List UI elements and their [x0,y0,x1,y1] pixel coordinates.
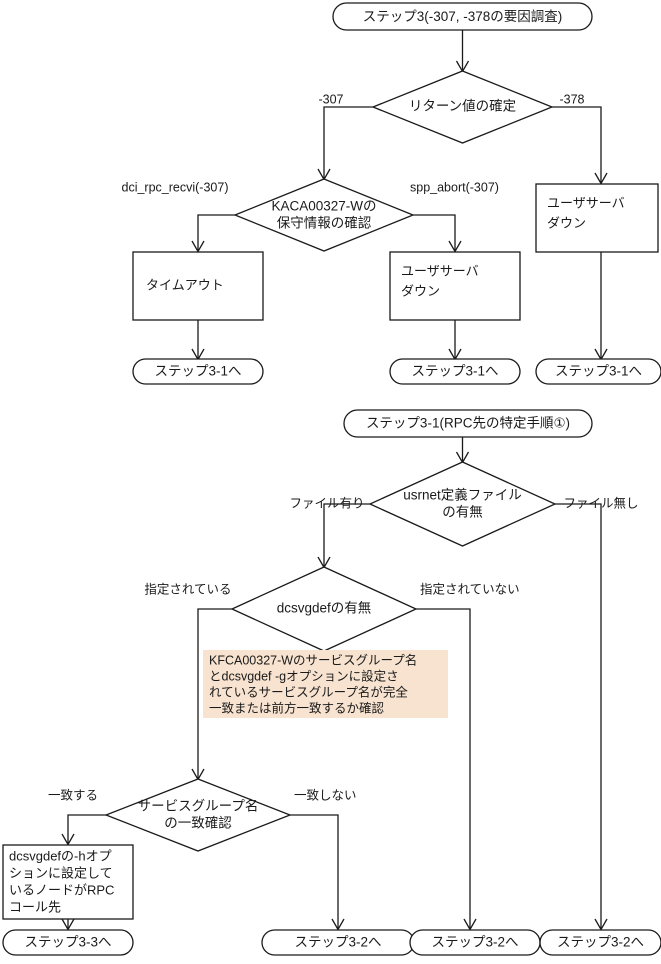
diamond-shape [104,778,292,852]
node-dcsvgdef-h-line4: コール先 [9,899,61,914]
node-end-step32-a: ステップ3-2へ [261,929,415,956]
node-dcsvgdef-h-line2: ションに設定して [9,865,113,880]
node-usrnet-decision: usrnet定義ファイル の有無 [368,461,557,547]
node-end-step31-right: ステップ3-1へ [535,358,661,385]
node-kaca-decision-line1: KACA00327-Wの [271,199,376,214]
terminal-shape [389,358,521,385]
terminal-shape [539,929,661,956]
node-dcsvgdef-h-box: dcsvgdefの-hオプ ションに設定して いるノードがRPC コール先 [2,844,134,920]
node-svcgroup-decision-line2: の一致確認 [164,816,232,831]
edge-label-dci-rpc-recvi: dci_rpc_recvi(-307) [122,180,229,194]
edge-dcsvgdef-left [197,608,232,778]
node-step31-start-label: ステップ3-1(RPC先の特定手順①) [366,416,570,431]
edge-return-right [552,106,602,182]
diamond-shape [233,178,415,252]
terminal-shape [535,358,661,385]
box-shape [535,183,659,253]
node-end-step32-b: ステップ3-2へ [409,929,541,956]
node-userserver-right-box: ユーザサーバ ダウン [535,183,659,253]
node-svcgroup-decision: サービスグループ名 の一致確認 [104,778,292,852]
edge-label-specified: 指定されている [144,581,231,596]
edge-label-nomatch: 一致しない [294,788,357,802]
node-end-step32-a-label: ステップ3-2へ [294,935,381,950]
node-userserver-right-line1: ユーザサーバ [547,195,625,210]
node-dcsvgdef-decision: dcsvgdefの有無 [230,566,418,652]
edge-dcsvgdef-right [416,608,471,928]
terminal-shape [343,409,593,438]
node-step3-start: ステップ3(-307, -378の要因調査) [332,2,593,31]
edge-label-not-specified: 指定されていない [420,581,520,596]
terminal-shape [132,358,264,385]
node-timeout-box: タイムアウト [132,251,264,321]
edge-label-minus307: -307 [318,92,343,106]
node-end-step33-label: ステップ3-3へ [24,935,111,950]
edge-svcgroup-right [290,814,339,928]
box-shape [2,844,134,920]
node-end-step32-c-label: ステップ3-2へ [557,935,644,950]
edge-kaca-right [413,214,456,250]
note-line-4: 一致または前方一致するか確認 [209,700,385,715]
edge-usrnet-left [323,503,370,566]
node-dcsvgdef-decision-label: dcsvgdefの有無 [277,601,372,616]
note-line-1: KFCA00327-Wのサービスグループ名 [209,652,417,667]
node-end-step33: ステップ3-3へ [2,929,134,956]
node-kaca-decision: KACA00327-Wの 保守情報の確認 [233,178,415,252]
box-shape [132,251,264,321]
diamond-shape [371,70,554,144]
node-end-step31-mid-label: ステップ3-1へ [411,364,498,379]
node-dcsvgdef-h-line1: dcsvgdefの-hオプ [9,848,112,863]
node-timeout-box-label: タイムアウト [146,277,224,292]
edge-label-spp-abort: spp_abort(-307) [410,180,499,194]
node-end-step32-c: ステップ3-2へ [539,929,661,956]
node-userserver-right-line2: ダウン [547,215,586,230]
terminal-shape [2,929,134,956]
node-svcgroup-decision-line1: サービスグループ名 [138,799,259,814]
note-line-3: れているサービスグループ名が完全 [209,684,408,699]
node-kaca-decision-line2: 保守情報の確認 [277,216,372,231]
diamond-shape [368,461,557,547]
edge-label-file-yes: ファイル有り [289,496,364,510]
node-userserver-mid-line2: ダウン [401,283,440,298]
node-userserver-mid-box: ユーザサーバ ダウン [389,251,521,321]
node-end-step31-left-label: ステップ3-1へ [154,364,241,379]
edge-usrnet-right [555,503,602,928]
edge-return-left [323,106,373,178]
node-return-decision: リターン値の確定 [371,70,554,144]
node-userserver-mid-line1: ユーザサーバ [401,263,479,278]
node-usrnet-decision-line2: の有無 [442,505,483,520]
node-end-step32-b-label: ステップ3-2へ [431,935,518,950]
edge-kaca-left [197,214,235,250]
edge-label-file-no: ファイル無し [563,495,638,510]
note-line-2: とdcsvgdef -gオプションに設定さ [209,668,399,683]
note-background [203,650,448,718]
node-step31-start: ステップ3-1(RPC先の特定手順①) [343,409,593,438]
node-dcsvgdef-h-line3: いるノードがRPC [9,882,114,897]
node-end-step31-left: ステップ3-1へ [132,358,264,385]
node-step3-start-label: ステップ3(-307, -378の要因調査) [363,9,563,24]
box-shape [389,251,521,321]
node-end-step31-mid: ステップ3-1へ [389,358,521,385]
node-end-step31-right-label: ステップ3-1へ [555,364,642,379]
edge-label-minus378: -378 [559,92,584,106]
edge-svcgroup-left [67,814,106,843]
note-service-group-check: KFCA00327-Wのサービスグループ名 とdcsvgdef -gオプションに… [203,650,448,718]
node-usrnet-decision-line1: usrnet定義ファイル [403,487,522,503]
node-return-decision-label: リターン値の確定 [409,99,516,114]
edge-label-match: 一致する [48,788,98,802]
